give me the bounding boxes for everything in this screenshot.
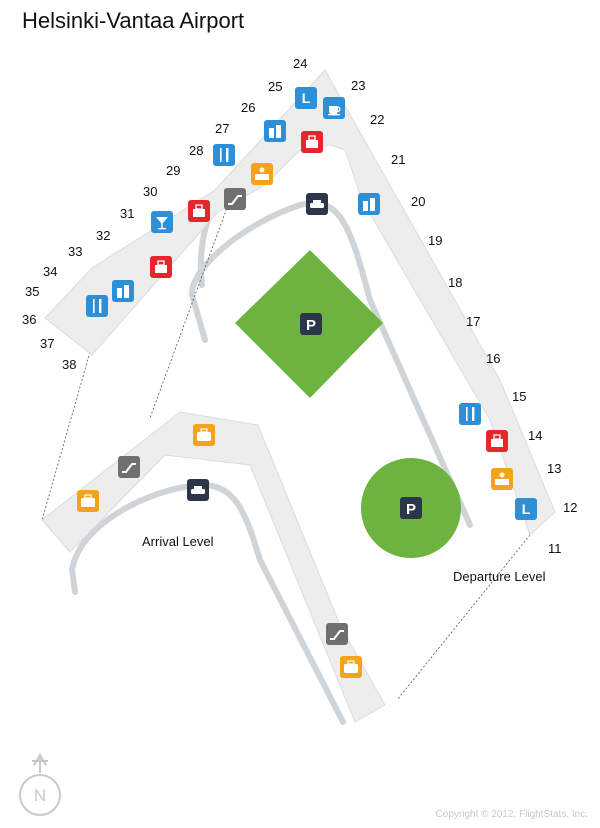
svg-text:L: L — [522, 501, 531, 517]
svg-text:L: L — [302, 90, 311, 106]
arrival-road — [68, 481, 346, 725]
gate-29: 29 — [166, 163, 180, 178]
parking-label: P — [406, 501, 416, 518]
gate-17: 17 — [466, 314, 480, 329]
check-in-icon[interactable] — [251, 163, 273, 185]
gate-16: 16 — [486, 351, 500, 366]
bar-icon[interactable] — [151, 211, 173, 233]
escalator-icon[interactable] — [224, 188, 246, 210]
gate-33: 33 — [68, 244, 82, 259]
gate-14: 14 — [528, 428, 542, 443]
baggage-claim-icon[interactable] — [340, 656, 362, 678]
gate-24: 24 — [293, 56, 307, 71]
compass: N — [19, 753, 61, 816]
taxi-icon[interactable] — [187, 479, 209, 501]
page-title: Helsinki-Vantaa Airport — [22, 8, 245, 33]
departure-level-label: Departure Level — [453, 569, 546, 584]
duty-free-icon[interactable] — [150, 256, 172, 278]
arrival-terminal — [41, 411, 386, 723]
lounge-icon[interactable]: L — [295, 87, 317, 109]
gate-12: 12 — [563, 500, 577, 515]
level-outline — [41, 204, 531, 701]
duty-free-icon[interactable] — [301, 131, 323, 153]
currency-exchange-icon[interactable] — [358, 193, 380, 215]
baggage-claim-icon[interactable] — [77, 490, 99, 512]
parking-label: P — [306, 317, 316, 334]
gate-21: 21 — [391, 152, 405, 167]
parking-icon — [400, 497, 422, 519]
gate-32: 32 — [96, 228, 110, 243]
gate-23: 23 — [351, 78, 365, 93]
shop-icon[interactable] — [486, 430, 508, 452]
baggage-claim-icon[interactable] — [193, 424, 215, 446]
escalator-icon[interactable] — [326, 623, 348, 645]
gate-26: 26 — [241, 100, 255, 115]
icon-layer: L — [77, 87, 537, 678]
parking-lot-circle: P — [361, 458, 461, 558]
gate-25: 25 — [268, 79, 282, 94]
gate-28: 28 — [189, 143, 203, 158]
gate-20: 20 — [411, 194, 425, 209]
copyright-notice: Copyright © 2012, FlightStats, Inc. — [435, 809, 588, 820]
restaurant-icon[interactable] — [213, 144, 235, 166]
gate-labels: 11 12 13 14 15 16 17 18 19 20 21 22 23 2… — [22, 56, 577, 556]
gate-27: 27 — [215, 121, 229, 136]
gate-13: 13 — [547, 461, 561, 476]
gate-18: 18 — [448, 275, 462, 290]
gate-38: 38 — [62, 357, 76, 372]
check-in-icon[interactable] — [491, 468, 513, 490]
gate-15: 15 — [512, 389, 526, 404]
shop-icon[interactable] — [188, 200, 210, 222]
compass-north-label: N — [34, 786, 46, 805]
departure-terminal — [44, 69, 556, 536]
parking-icon — [300, 313, 322, 335]
currency-exchange-icon[interactable] — [264, 120, 286, 142]
escalator-icon[interactable] — [118, 456, 140, 478]
cafe-icon[interactable] — [323, 97, 345, 119]
gate-37: 37 — [40, 336, 54, 351]
gate-36: 36 — [22, 312, 36, 327]
gate-22: 22 — [370, 112, 384, 127]
gate-35: 35 — [25, 284, 39, 299]
gate-19: 19 — [428, 233, 442, 248]
gate-30: 30 — [143, 184, 157, 199]
arrival-level-label: Arrival Level — [142, 534, 214, 549]
taxi-icon[interactable] — [306, 193, 328, 215]
restaurant-icon[interactable] — [459, 403, 481, 425]
gate-11: 11 — [548, 541, 562, 556]
gate-31: 31 — [120, 206, 134, 221]
gate-34: 34 — [43, 264, 57, 279]
currency-exchange-icon[interactable] — [112, 280, 134, 302]
parking-lot-diamond: P — [235, 250, 383, 398]
restaurant-icon[interactable] — [86, 295, 108, 317]
lounge-icon[interactable]: L — [515, 498, 537, 520]
